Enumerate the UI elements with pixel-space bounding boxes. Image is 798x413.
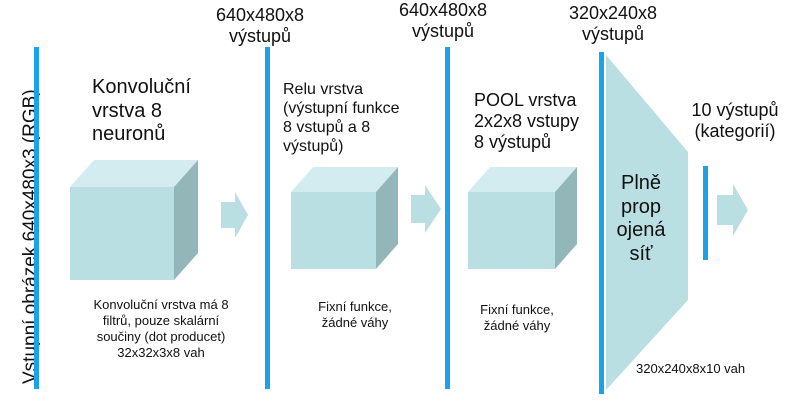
relu-title-line: výstupů) [283,138,344,155]
relu-output-word: výstupů [411,21,475,41]
output-title-line: 10 výstupů [691,100,779,120]
fc-title-line: ojená [616,219,666,241]
conv-output-size: 640x480x8 [215,5,305,25]
pool-output-label: 320x240x8 výstupů [553,3,673,45]
pool-cube-top [468,167,577,192]
conv-cube-top [70,160,198,187]
pool-output-size: 320x240x8 [568,3,658,23]
fc-weights: 320x240x8x10 vah [636,361,746,376]
pool-title-line: 2x2x8 vstupy [474,111,580,131]
relu-title-line: Relu vrstva [283,81,364,98]
relu-cube-front [291,192,376,269]
pool-description-line: Fixní funkce, [480,302,554,317]
pool-title: POOL vrstva 2x2x8 vstupy 8 výstupů [474,90,579,153]
fc-title-line: síť [629,242,653,265]
pool-description: Fixní funkce, žádné váhy [452,302,582,334]
conv-description: Konvoluční vrstva má 8 filtrů, pouze ska… [66,297,256,361]
conv-description-line: součiny (dot producet) [96,329,226,344]
arrow-conv-relu [221,192,248,238]
separator-bar-output [703,166,708,260]
pool-title-line: 8 výstupů [474,132,552,152]
conv-description-line: Konvoluční vrstva má 8 [93,297,229,312]
arrow-output [717,184,748,236]
separator-bar-relu [445,47,450,389]
relu-title-line: 8 vstupů a 8 [283,119,371,136]
conv-title-line: Konvoluční [92,76,191,98]
pool-output-word: výstupů [581,24,645,44]
relu-output-label: 640x480x8 výstupů [383,0,503,42]
pool-title-line: POOL vrstva [474,90,577,110]
relu-output-size: 640x480x8 [398,0,488,20]
separator-bar-conv [265,47,270,389]
conv-cube [70,160,198,280]
relu-cube [291,167,398,269]
fc-trapezoid [606,55,688,390]
relu-cube-side [376,167,398,269]
separator-bar-pool [599,52,604,394]
separator-bar-input [34,47,39,389]
conv-output-label: 640x480x8 výstupů [200,5,320,47]
relu-title: Relu vrstva (výstupní funkce 8 vstupů a … [283,80,400,156]
conv-cube-front [70,187,174,280]
conv-title-line: neuronů [92,123,166,145]
conv-cube-side [174,160,198,280]
fc-title: Plně prop ojená síť [606,172,676,266]
fc-title-line: Plně [620,172,662,194]
conv-title-line: vrstva 8 [92,99,163,122]
output-title: 10 výstupů (kategorií) [680,100,790,142]
relu-description-line: žádné váhy [321,315,389,330]
pool-cube-front [468,192,555,269]
pool-cube [468,167,577,269]
conv-description-line: filtrů, pouze skalární [102,313,220,328]
conv-output-word: výstupů [228,26,292,46]
output-title-line: (kategorií) [694,121,776,141]
relu-cube-top [291,167,398,192]
relu-description: Fixní funkce, žádné váhy [290,299,420,331]
pool-cube-side [555,167,577,269]
relu-description-line: Fixní funkce, [318,299,392,314]
fc-title-line: prop [620,195,662,218]
arrow-relu-pool [411,185,441,233]
relu-title-line: (výstupní funkce [283,100,400,117]
pool-description-line: žádné váhy [483,318,551,333]
conv-description-line: 32x32x3x8 vah [117,345,205,360]
conv-title: Konvoluční vrstva 8 neuronů [92,76,191,147]
